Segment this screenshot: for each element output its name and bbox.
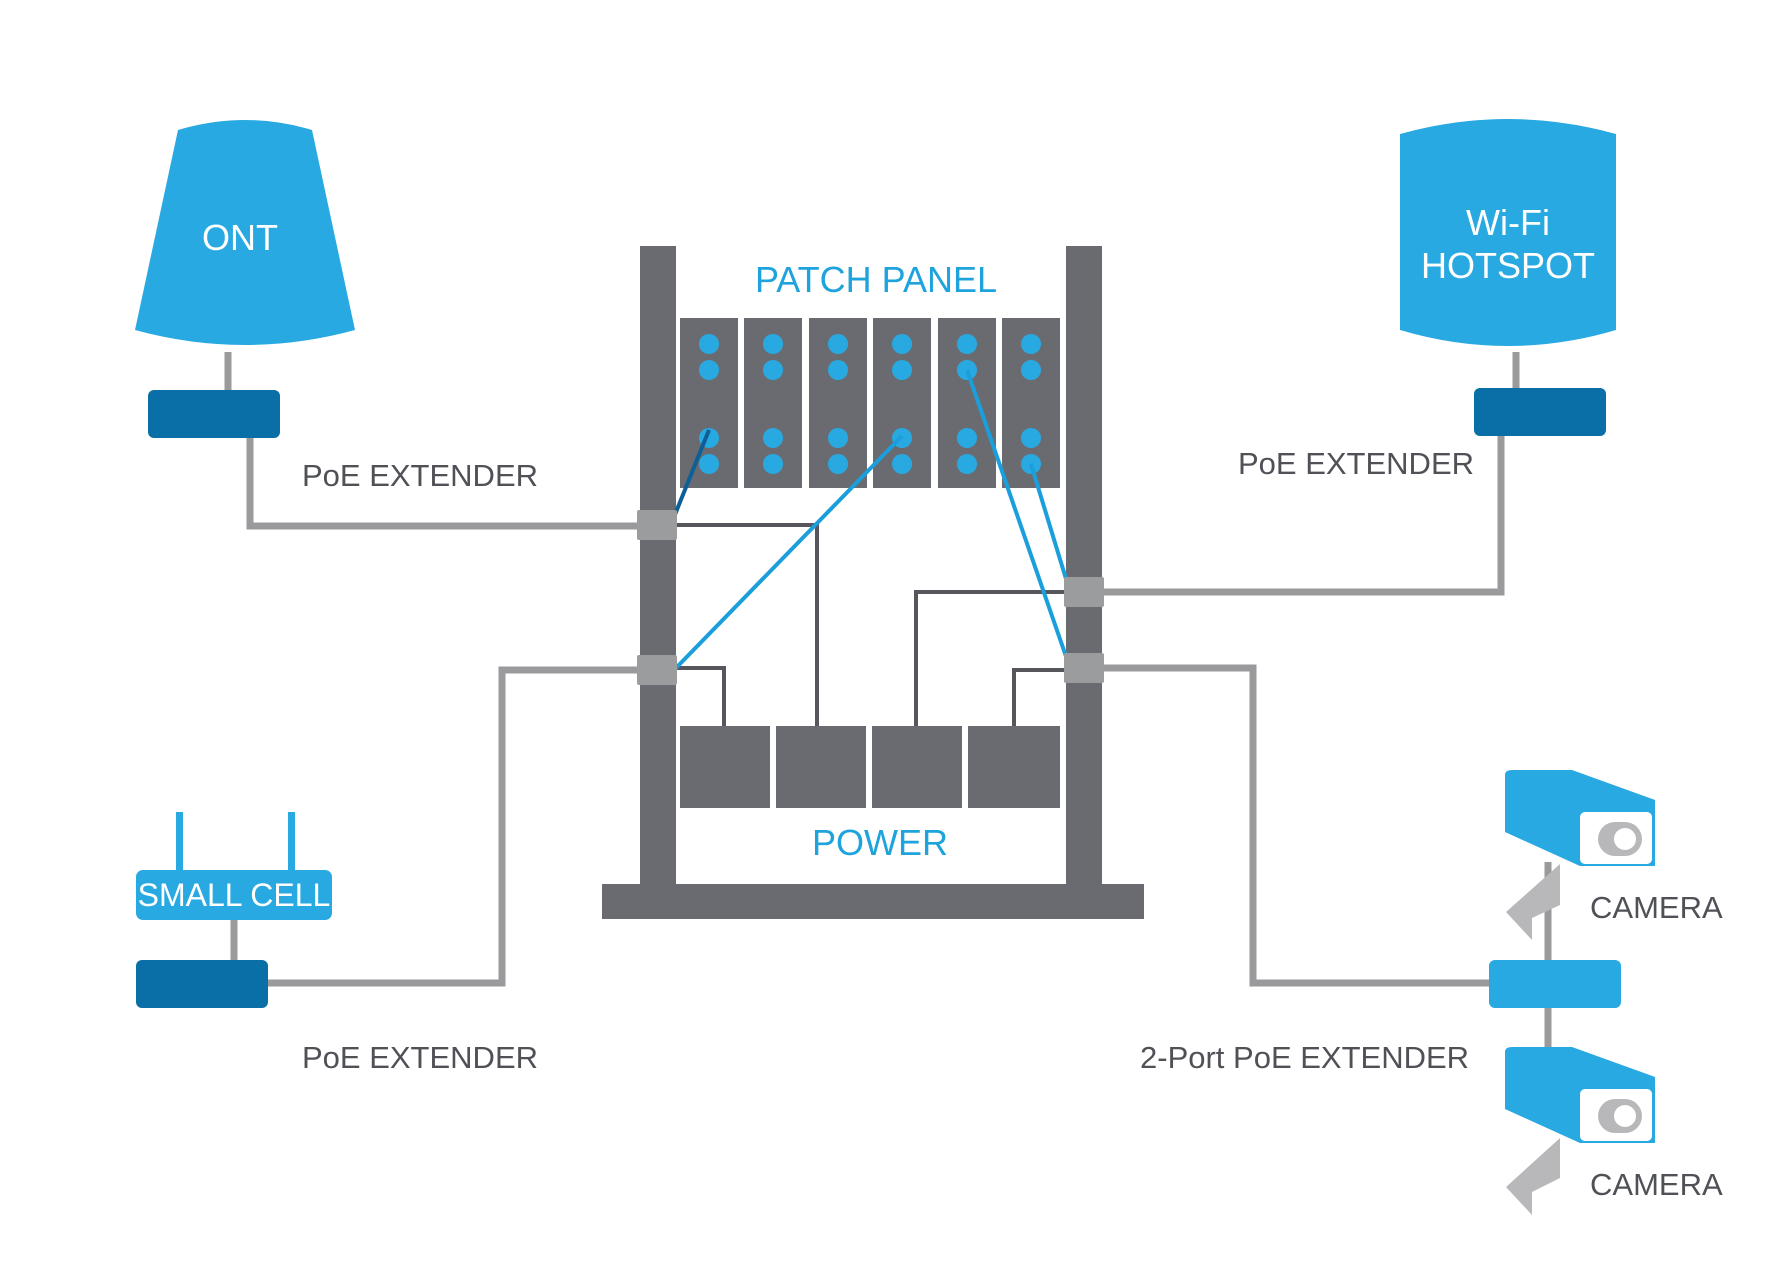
small-cell-antenna-right xyxy=(288,812,295,872)
rack-base xyxy=(602,884,1144,919)
power-unit-1 xyxy=(680,726,770,808)
power-wire xyxy=(914,590,1066,726)
patch-port xyxy=(828,360,848,380)
patch-port xyxy=(892,454,912,474)
wifi-hotspot-cylinder-icon xyxy=(1400,119,1616,346)
small-cell-antenna-left xyxy=(176,812,183,872)
small-cell-extender-cable xyxy=(268,666,640,987)
wifi-label-line1: Wi-Fi xyxy=(1466,202,1550,243)
ont-poe-extender-label: PoE EXTENDER xyxy=(302,458,538,493)
wifi-label-line2: HOTSPOT xyxy=(1421,245,1595,286)
patch-cable-blue xyxy=(1029,463,1072,593)
patch-port xyxy=(763,428,783,448)
patch-port xyxy=(828,334,848,354)
wifi-hotspot-device: Wi-Fi HOTSPOT PoE EXTENDER xyxy=(1238,119,1616,481)
camera-lens xyxy=(1614,828,1636,850)
power-unit-row: POWER xyxy=(680,726,1060,863)
patch-cables xyxy=(670,369,1072,672)
small-cell-device: SMALL CELL PoE EXTENDER xyxy=(136,812,538,1075)
patch-panel: PATCH PANEL xyxy=(680,259,1060,488)
patch-port xyxy=(957,454,977,474)
camera-lens xyxy=(1614,1105,1636,1127)
ont-lamp-icon xyxy=(135,120,355,345)
small-cell-poe-extender-icon xyxy=(136,960,268,1008)
two-port-poe-extender-label: 2-Port PoE EXTENDER xyxy=(1140,1040,1469,1075)
power-unit-4 xyxy=(968,726,1060,808)
patch-port xyxy=(828,428,848,448)
connector-right-upper xyxy=(1064,577,1104,607)
connector-left-upper xyxy=(637,510,677,540)
patch-port xyxy=(828,454,848,474)
camera-top: CAMERA xyxy=(1505,770,1723,940)
patch-cable-dark xyxy=(670,429,711,523)
ont-extender-cable xyxy=(246,434,640,530)
power-unit-3 xyxy=(872,726,962,808)
power-wire xyxy=(1012,668,1066,726)
camera-bottom-label: CAMERA xyxy=(1590,1167,1723,1202)
small-cell-label: SMALL CELL xyxy=(138,877,331,913)
poe-cables xyxy=(224,352,1552,1050)
power-unit-2 xyxy=(776,726,866,808)
two-port-poe-extender-icon xyxy=(1489,960,1621,1008)
patch-port xyxy=(699,334,719,354)
patch-port xyxy=(763,334,783,354)
wifi-poe-extender-icon xyxy=(1474,388,1606,436)
patch-panel-modules xyxy=(680,318,1060,488)
camera-top-label: CAMERA xyxy=(1590,890,1723,925)
wifi-poe-extender-label: PoE EXTENDER xyxy=(1238,446,1474,481)
connector-right-lower xyxy=(1064,653,1104,683)
patch-cable-blue xyxy=(672,434,904,672)
patch-port xyxy=(763,454,783,474)
patch-port xyxy=(763,360,783,380)
patch-panel-label: PATCH PANEL xyxy=(755,259,997,300)
patch-port xyxy=(699,454,719,474)
small-cell-poe-extender-label: PoE EXTENDER xyxy=(302,1040,538,1075)
camera-bottom: CAMERA xyxy=(1505,1047,1723,1215)
small-cell-router-icon xyxy=(136,870,332,920)
patch-port xyxy=(699,360,719,380)
power-label: POWER xyxy=(812,822,948,863)
patch-port xyxy=(1021,428,1041,448)
rack-left-post xyxy=(640,246,676,886)
power-wire xyxy=(676,523,819,726)
wifi-extender-cable xyxy=(1102,432,1505,596)
patch-port xyxy=(1021,334,1041,354)
rack-right-post xyxy=(1066,246,1102,886)
ont-poe-extender-icon xyxy=(148,390,280,438)
patch-port xyxy=(957,428,977,448)
patch-port xyxy=(892,360,912,380)
ont-label: ONT xyxy=(202,217,278,258)
camera-extender-cable xyxy=(1102,664,1489,987)
patch-port xyxy=(957,334,977,354)
connector-left-lower xyxy=(637,655,677,685)
patch-port xyxy=(1021,360,1041,380)
rack-connectors xyxy=(637,510,1104,685)
ont-device: ONT PoE EXTENDER xyxy=(135,120,538,493)
camera-mount-arm xyxy=(1506,1138,1560,1215)
equipment-rack xyxy=(602,246,1144,919)
patch-port xyxy=(892,334,912,354)
patch-cable-blue xyxy=(965,369,1072,669)
internal-power-wires xyxy=(676,523,1066,726)
camera-mount-arm xyxy=(1506,864,1560,940)
power-wire xyxy=(676,666,726,726)
